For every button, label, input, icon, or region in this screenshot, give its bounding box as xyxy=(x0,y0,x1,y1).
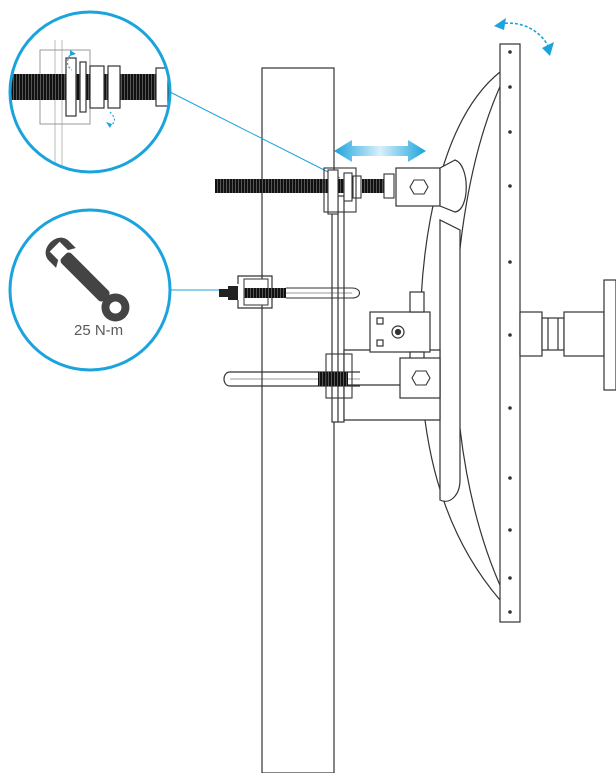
upper-threaded-rod xyxy=(215,179,345,193)
horizontal-adjust-arrow xyxy=(334,140,426,162)
vertical-bracket xyxy=(331,195,345,423)
dish-shell xyxy=(419,71,504,601)
torque-label: 25 N-m xyxy=(74,322,123,339)
torque-callout: 25 N-m xyxy=(8,208,172,372)
upper-clamp-bracket xyxy=(323,167,357,213)
lower-u-bolt-clamp xyxy=(223,353,441,399)
rim-holes xyxy=(508,50,512,614)
middle-threaded-rod xyxy=(244,288,286,298)
feed-horn xyxy=(519,279,616,391)
center-bracket-box xyxy=(369,291,431,367)
mounting-pole xyxy=(261,67,335,773)
tilt-adjust-arrow xyxy=(494,18,554,56)
hex-nut-icon xyxy=(409,179,429,195)
dish-rim xyxy=(499,43,521,623)
middle-u-bolt-clamp xyxy=(219,275,361,309)
lower-threaded-rod xyxy=(318,372,348,386)
upper-adjuster-assembly xyxy=(215,159,467,215)
detail-callout xyxy=(8,10,172,174)
wrench-icon xyxy=(45,237,130,322)
hex-nut-lower-icon xyxy=(411,370,431,386)
